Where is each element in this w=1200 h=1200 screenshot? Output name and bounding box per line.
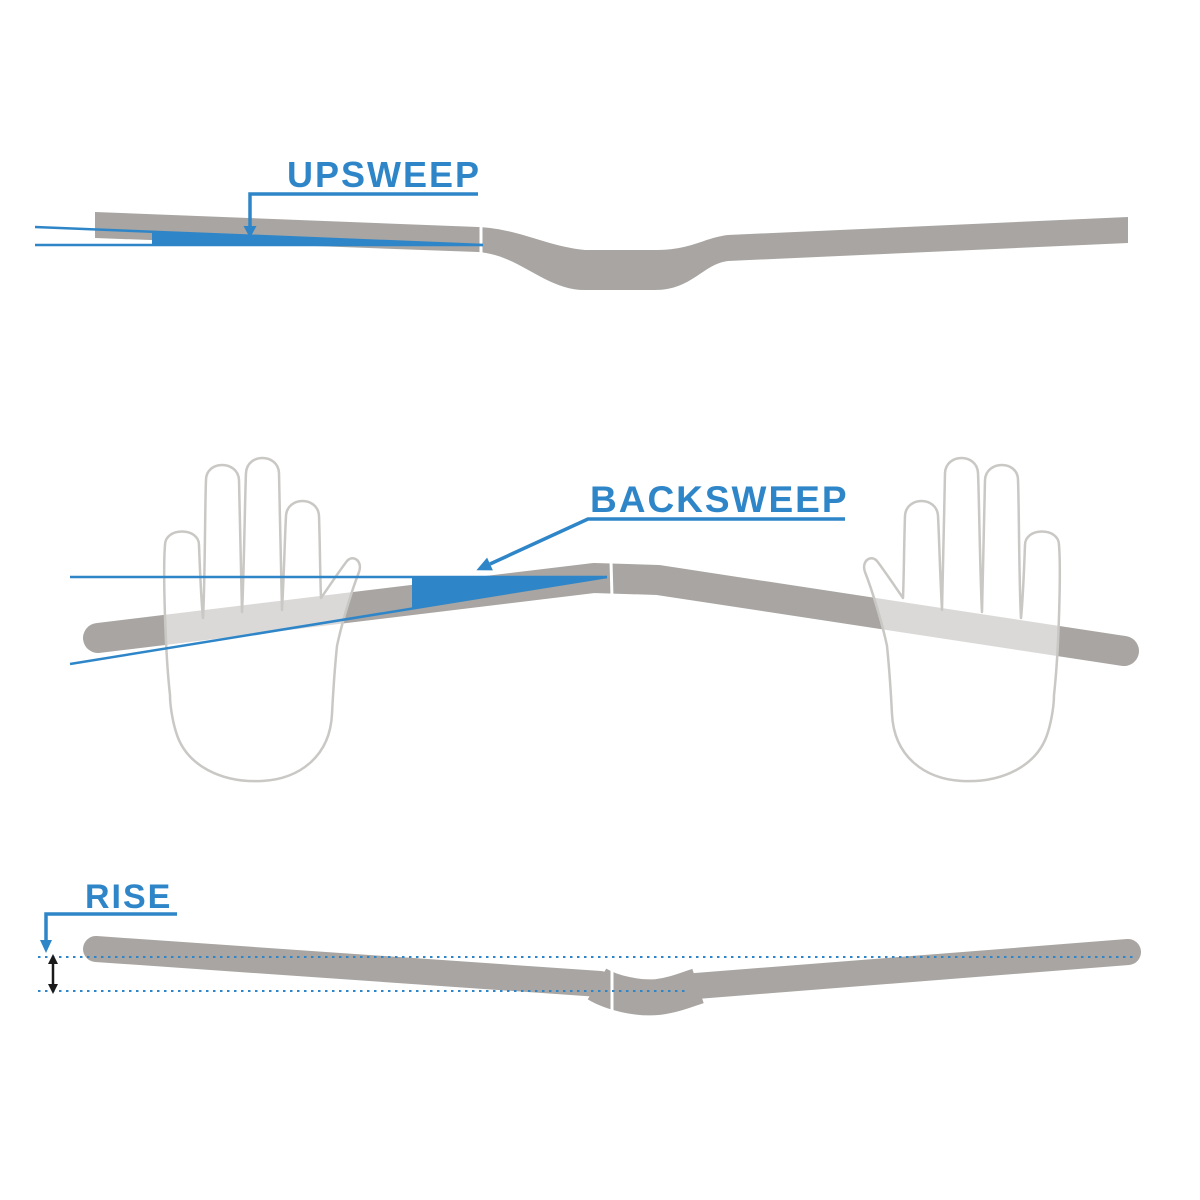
handlebar-rear-view-right-grip [683,939,1141,999]
upsweep-angle-wedge [152,231,483,245]
backsweep-view: BACKSWEEP [69,456,1139,783]
rise-arrowhead [40,940,52,953]
clamp-center-mark-top-view [609,560,614,598]
backsweep-label: BACKSWEEP [590,479,849,520]
backsweep-arrowhead [476,557,493,571]
upsweep-arrowhead [243,226,257,238]
rise-measurement-arrowhead-down [48,984,58,994]
rise-view: RISE [38,878,1141,1016]
rise-leader-line [44,912,177,941]
rise-measurement-arrowhead-up [48,954,58,964]
left-hand-outline [162,456,362,783]
upsweep-view: UPSWEEP [34,154,1128,290]
handlebar-rear-view-left-grip [83,936,613,997]
upsweep-leader-line [248,192,478,227]
backsweep-leader-line [489,517,845,566]
right-hand-outline [862,456,1062,783]
backsweep-angle-wedge [412,577,607,609]
rise-label: RISE [85,878,172,916]
handlebar-front-view [95,212,1128,290]
upsweep-label: UPSWEEP [287,154,481,195]
